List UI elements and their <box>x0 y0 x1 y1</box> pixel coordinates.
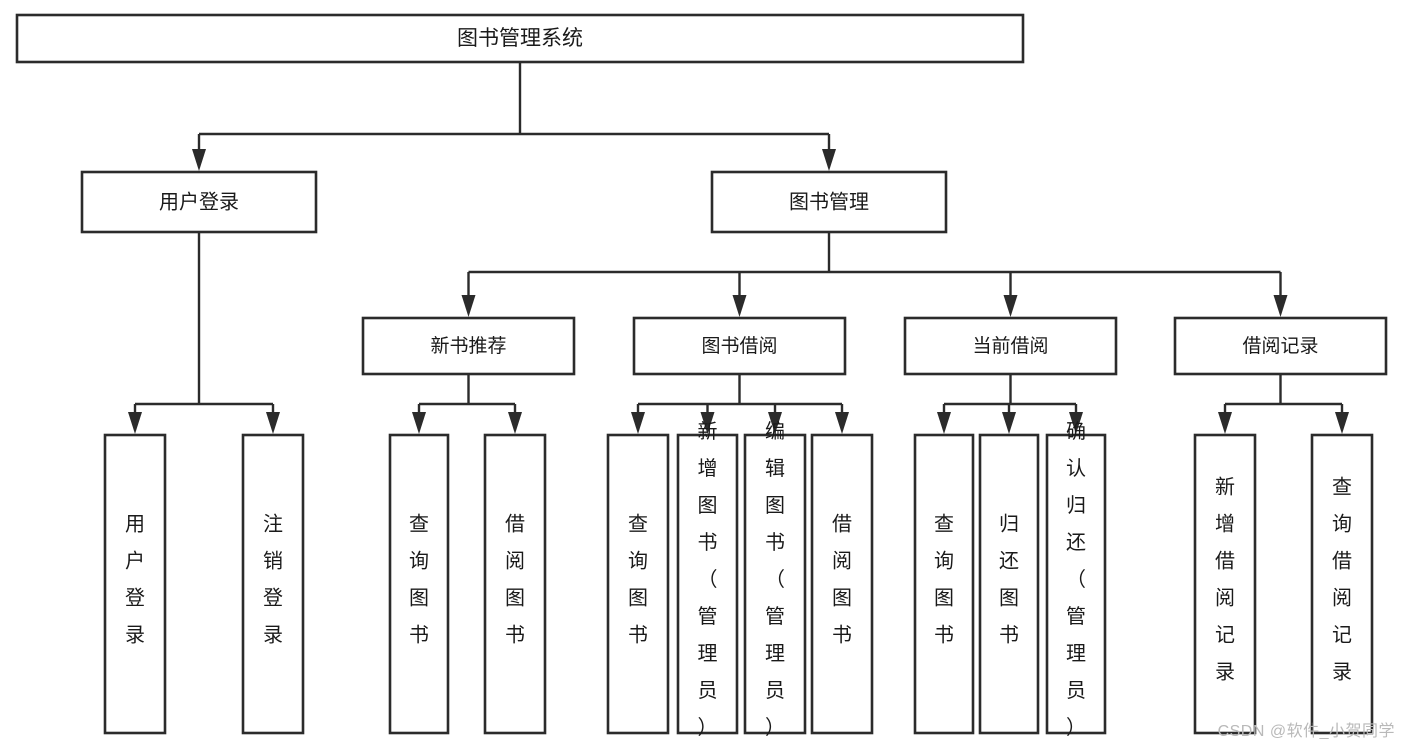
level3-node-new-book-rec[interactable]: 新书推荐 <box>361 316 576 376</box>
node-label: 图书管理系统 <box>457 27 583 50</box>
arrowhead-icon <box>1335 412 1349 434</box>
leaf-node-leaf-borrow-book-2[interactable]: 借阅图书 <box>810 433 874 735</box>
arrowhead-icon <box>631 412 645 434</box>
csdn-watermark: CSDN @软件_小贺同学 <box>1217 723 1395 740</box>
leaf-label: 注销登录 <box>263 513 283 647</box>
leaf-node-leaf-query-record[interactable]: 查询借阅记录 <box>1310 433 1374 735</box>
leaf-node-leaf-edit-book[interactable]: 编辑图书（管理员） <box>743 420 807 739</box>
node-label: 图书管理 <box>789 190 869 213</box>
diagram-nodes-layer: 图书管理系统用户登录图书管理新书推荐图书借阅当前借阅借阅记录用户登录注销登录查询… <box>15 13 1388 739</box>
leaf-node-leaf-logout[interactable]: 注销登录 <box>241 433 305 735</box>
node-label: 借阅记录 <box>1242 335 1318 357</box>
leaf-label: 确认归还（管理员） <box>1066 420 1086 739</box>
leaf-label: 新增借阅记录 <box>1215 476 1235 684</box>
arrowhead-icon <box>835 412 849 434</box>
leaf-node-leaf-query-book-1[interactable]: 查询图书 <box>388 433 450 735</box>
arrowhead-icon <box>700 412 715 434</box>
level3-node-book-borrow[interactable]: 图书借阅 <box>632 316 847 376</box>
leaf-node-leaf-return-book[interactable]: 归还图书 <box>978 433 1040 735</box>
level2-node-user-login[interactable]: 用户登录 <box>80 170 318 234</box>
leaf-node-leaf-add-record[interactable]: 新增借阅记录 <box>1193 433 1257 735</box>
leaf-label: 查询图书 <box>628 513 648 647</box>
leaf-label: 编辑图书（管理员） <box>765 420 785 739</box>
node-label: 图书借阅 <box>701 335 777 357</box>
arrowhead-icon <box>192 149 206 171</box>
leaf-label: 查询借阅记录 <box>1332 476 1352 684</box>
arrowhead-icon <box>508 412 522 434</box>
leaf-label: 归还图书 <box>999 513 1019 647</box>
arrowhead-icon <box>1069 412 1083 434</box>
node-label: 用户登录 <box>159 190 239 213</box>
node-label: 当前借阅 <box>972 335 1048 357</box>
arrowhead-icon <box>732 295 747 317</box>
arrowhead-icon <box>768 412 782 434</box>
arrowhead-icon <box>412 412 426 434</box>
leaf-label: 新增图书（管理员） <box>698 420 718 739</box>
arrowhead-icon <box>128 412 142 434</box>
leaf-node-leaf-query-book-2[interactable]: 查询图书 <box>606 433 670 735</box>
arrowhead-icon <box>937 412 951 434</box>
leaf-label: 查询图书 <box>409 513 429 647</box>
leaf-label: 借阅图书 <box>832 513 852 647</box>
arrowhead-icon <box>822 149 836 171</box>
root-node-book-management-system[interactable]: 图书管理系统 <box>15 13 1025 64</box>
level2-node-book-manage[interactable]: 图书管理 <box>710 170 948 234</box>
arrowhead-icon <box>1003 295 1018 317</box>
arrowhead-icon <box>1273 295 1288 317</box>
level3-node-borrow-record[interactable]: 借阅记录 <box>1173 316 1388 376</box>
arrowhead-icon <box>1218 412 1232 434</box>
level3-node-current-borrow[interactable]: 当前借阅 <box>903 316 1118 376</box>
leaf-node-leaf-user-login[interactable]: 用户登录 <box>103 433 167 735</box>
leaf-node-leaf-add-book[interactable]: 新增图书（管理员） <box>676 420 739 739</box>
arrowhead-icon <box>1002 412 1016 434</box>
leaf-node-leaf-query-book-3[interactable]: 查询图书 <box>913 433 975 735</box>
leaf-node-leaf-confirm-return[interactable]: 确认归还（管理员） <box>1045 420 1107 739</box>
arrowhead-icon <box>461 295 476 317</box>
connector-links-layer <box>128 62 1349 434</box>
leaf-node-leaf-borrow-book-1[interactable]: 借阅图书 <box>483 433 547 735</box>
leaf-label: 用户登录 <box>125 514 145 647</box>
arrowhead-icon <box>266 412 280 434</box>
leaf-label: 查询图书 <box>934 513 954 647</box>
leaf-label: 借阅图书 <box>505 513 525 647</box>
node-label: 新书推荐 <box>430 335 506 357</box>
